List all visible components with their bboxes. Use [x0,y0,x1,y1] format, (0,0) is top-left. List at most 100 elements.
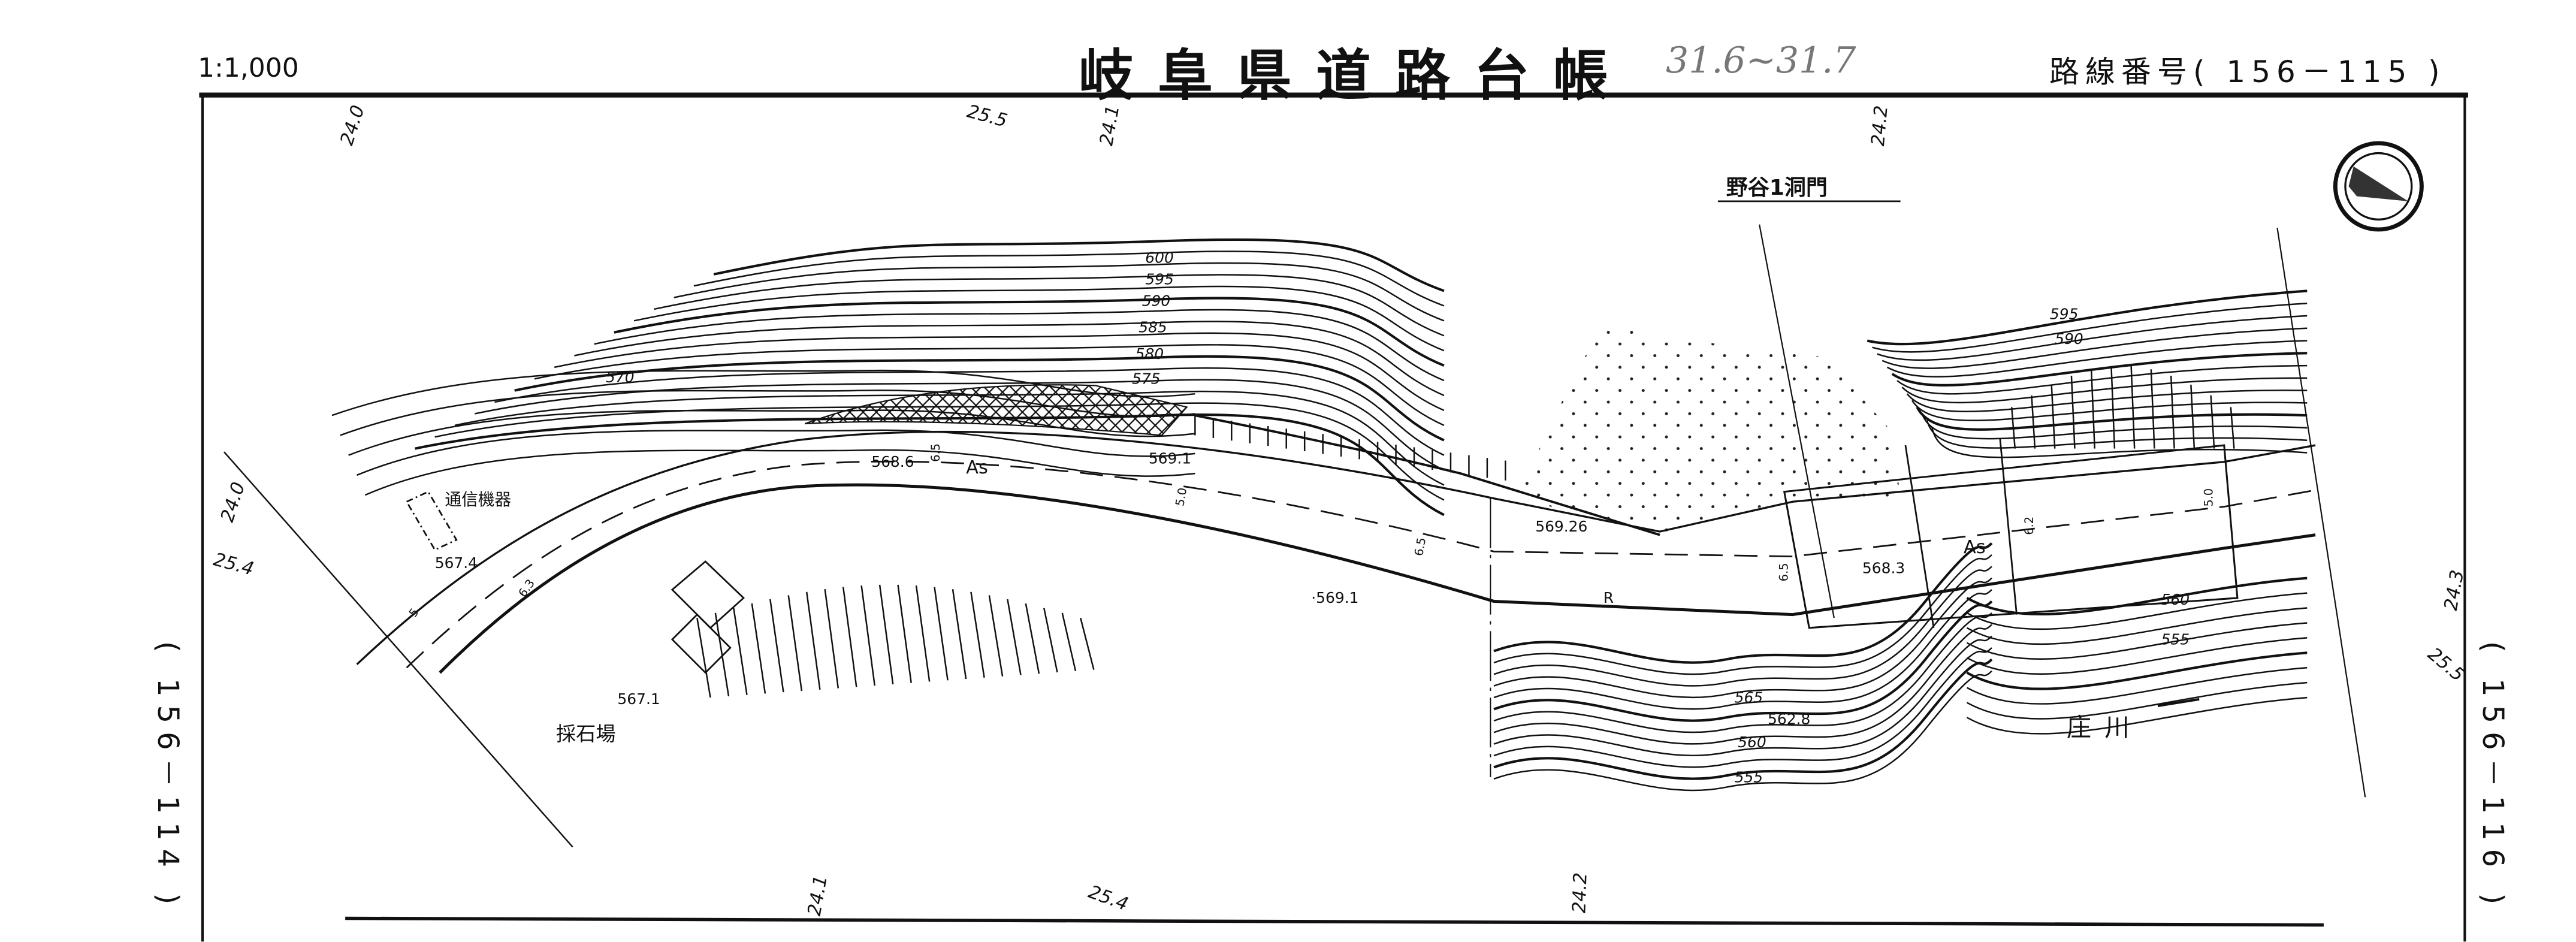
contour-label: 575 [1132,370,1161,388]
contour-line [494,367,1445,456]
cliff-hachure [1061,612,1077,672]
contour-line [514,355,1445,442]
contour-line [1931,427,2308,458]
cliff-hachure [934,587,949,681]
contour-line [1966,622,2308,660]
cliff-hachure [733,608,748,695]
road-width: 6.2 [2022,517,2036,535]
contour-line [1966,666,2308,705]
route-number: 路線番号( 156－115 ) [2049,55,2446,89]
road-width: 6.3 [516,576,538,599]
contour-line [1867,289,2308,346]
contour-line [1966,576,2308,616]
station-markers: 24.0 25.5 24.1 24.2 24.0 25.4 24.3 25.5 … [211,101,2468,918]
station-marker: 24.0 [337,103,369,148]
contour-line [1493,554,1992,675]
cliff-hachure [1025,603,1040,674]
contour-line [1906,390,2308,412]
cliff-hachure [751,603,766,694]
cliff-hachure [915,585,931,682]
station-marker: 25.5 [965,101,1010,132]
contour-line [1493,542,1993,664]
station-marker: 24.2 [1569,872,1591,913]
contour-line [534,344,1445,426]
label-comm-equipment: 通信機器 [445,490,511,509]
river-flow-arrow-icon [2157,698,2200,708]
contour-label: 585 [1138,319,1167,336]
spot-height: 567.4 [435,554,478,572]
contour-line [1493,658,1993,780]
cliff-symbols [696,366,2235,698]
cliff-hachure [2230,407,2235,449]
contour-line [1493,635,1992,757]
cliff-hachure [842,587,857,687]
station-marker: 24.0 [217,479,249,524]
contour-line [348,409,1195,456]
cliff-hachure [952,588,967,680]
contour-labels: 600 595 590 585 580 575 570 565 560 555 … [606,249,2190,786]
surface-labels: As As R [966,457,1985,606]
contour-line [1882,327,2308,369]
contour-line [1916,406,2308,431]
road-width: 5.0 [1173,487,1189,507]
contour-line [633,285,1445,352]
contour-line [364,449,1195,496]
cliff-hachure [860,585,876,686]
contour-line [1911,400,2308,421]
cliff-hachure [1080,617,1095,670]
contour-line [1493,612,1992,733]
spot-heights: 568.6 569.1 569.26 568.3 567.4 567.1 ·56… [435,450,1905,728]
contour-line [415,413,1445,517]
map-scale: 1:1,000 [198,53,299,83]
cliff-hachure [2150,369,2155,449]
contour-label: 595 [1145,270,1174,288]
station-marker: 25.5 [2424,644,2468,686]
label-quarry: 採石場 [556,722,616,745]
cliff-hachure [714,612,730,697]
cliff-hachure [696,617,711,698]
contour-line [1966,681,2308,720]
station-marker: 25.4 [211,549,256,579]
contour-line [1966,637,2308,675]
label-tunnel-gate: 野谷1洞門 [1726,176,1828,200]
contour-line [1921,413,2308,440]
contour-label: 565 [1735,689,1763,706]
cliff-hachure [2130,366,2136,449]
contour-label: 560 [1738,733,1766,751]
surface-label: As [966,457,988,478]
contour-line [1966,651,2308,690]
spot-height: 568.6 [871,453,914,470]
spot-height: ·569.1 [1311,589,1358,606]
contour-label: 555 [2161,630,2190,648]
contour-line [1493,589,1992,710]
contour-line [1493,647,1992,768]
contour-line [1966,607,2308,645]
surface-label: R [1603,589,1614,606]
date-stamp: 31.6~31.7 [1666,40,1856,81]
cliff-hachure [2190,384,2196,449]
contour-line [1493,577,1992,699]
contour-line [574,321,1445,397]
buildings [405,490,745,674]
contour-line [1966,696,2308,735]
cliff-hachure [2090,369,2095,449]
station-marker: 24.2 [1868,105,1892,147]
contour-line [1493,600,1993,722]
contour-line [554,332,1445,412]
contour-line [1872,302,2308,353]
contour-label: 580 [1136,345,1164,363]
cliff-hachure [787,595,803,692]
cliff-hachure [1043,608,1058,673]
contour-line [1891,352,2308,387]
contour-line [1901,377,2308,404]
spot-height: 567.1 [617,690,660,708]
contour-line [1886,340,2308,378]
cliff-hachure [2110,366,2116,449]
road-width: 6.5 [1412,536,1429,557]
cliff-hachure [988,595,1004,677]
contour-label: 595 [2050,306,2079,323]
road-width: 6.5 [929,443,943,462]
contour-line [713,238,1445,292]
hatched-slope [805,384,1188,436]
